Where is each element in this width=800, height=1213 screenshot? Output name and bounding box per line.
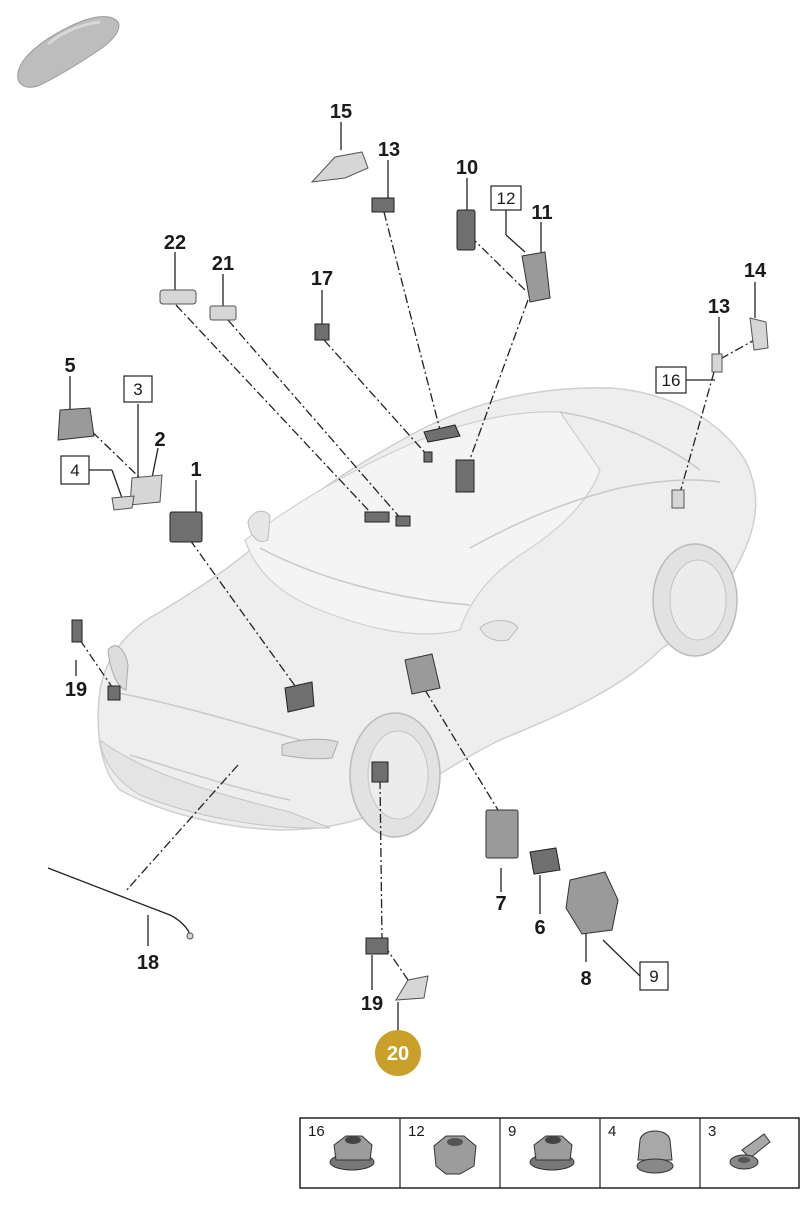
callout-11: 11 [531,202,552,224]
part-11-oncar [455,459,475,493]
part-21-sensor [209,305,237,321]
part-5-bracket [57,407,95,441]
table-cell-label-2: 12 [408,1123,425,1140]
flange-nut-icon [529,1135,575,1171]
flange-nut-icon [329,1135,375,1171]
callout-1: 1 [190,459,201,481]
callout-3: 3 [133,380,142,399]
part-10-module [456,209,476,251]
callout-21: 21 [212,253,234,275]
cap-nut-icon [636,1130,674,1174]
callout-18: 18 [137,952,159,974]
part-13-clip [371,197,395,213]
hardware-table: 16 12 9 4 3 [299,1117,800,1189]
callout-19-bottom: 19 [361,993,383,1015]
table-cell-label-3: 9 [508,1123,516,1140]
part-21-oncar [395,515,411,527]
part-19-wheel [371,761,389,783]
part-15-bracket [310,151,369,183]
part-20-bracket [395,975,429,1001]
vehicle-thumbnail-icon [17,16,120,88]
table-cell-label-1: 16 [308,1123,325,1140]
car-body [97,387,757,838]
part-1-module [169,511,203,543]
parts [47,151,769,1001]
callout-16: 16 [662,371,681,390]
part-15-oncar [423,424,461,443]
leader-lines [69,122,759,1034]
part-22-oncar [364,511,390,523]
callout-labels: 15 13 10 12 11 22 21 17 14 13 16 5 3 2 4… [64,101,767,1015]
callout-20: 20 [387,1043,409,1065]
part-19-oncar [107,685,121,701]
part-18-connector [186,932,194,940]
table-cell-label-5: 3 [708,1123,716,1140]
callout-9: 9 [649,967,658,986]
callout-13-top: 13 [378,139,400,161]
callout-22: 22 [164,232,186,254]
part-19-sensor-bottom [365,937,389,955]
callout-2: 2 [154,429,165,451]
callout-15: 15 [330,101,352,123]
callout-4: 4 [70,461,79,480]
callout-8: 8 [580,968,591,990]
hex-nut-icon [433,1135,477,1175]
callout-5: 5 [64,355,75,377]
callout-12: 12 [497,189,516,208]
part-6-sensor [529,847,561,875]
callout-17: 17 [311,268,333,290]
callout-14: 14 [744,260,767,282]
part-17-oncar [423,451,433,463]
part-8-oncar [404,653,441,695]
part-17-sensor [314,323,330,341]
part-4-clip [111,495,135,511]
part-7-module [485,809,519,859]
part-13-clip-right [711,353,723,373]
callout-6: 6 [534,917,545,939]
part-13-oncar [671,489,685,509]
part-19-sensor-left [71,619,83,643]
callout-7: 7 [495,893,506,915]
callout-20-highlight: 20 [375,1030,421,1076]
boxed-callout-frames [60,185,687,991]
callout-19-left: 19 [65,679,87,701]
screw-icon [729,1133,771,1170]
part-2-bracket [129,474,163,506]
part-8-valve-block [565,871,619,935]
part-14-bracket [749,317,769,351]
part-18-cable [47,867,191,936]
callout-13-right: 13 [708,296,730,318]
part-11-bracket [521,251,551,303]
part-1-oncar [284,681,315,713]
part-22-sensor [159,289,197,305]
table-cell-label-4: 4 [608,1123,616,1140]
callout-10: 10 [456,157,478,179]
